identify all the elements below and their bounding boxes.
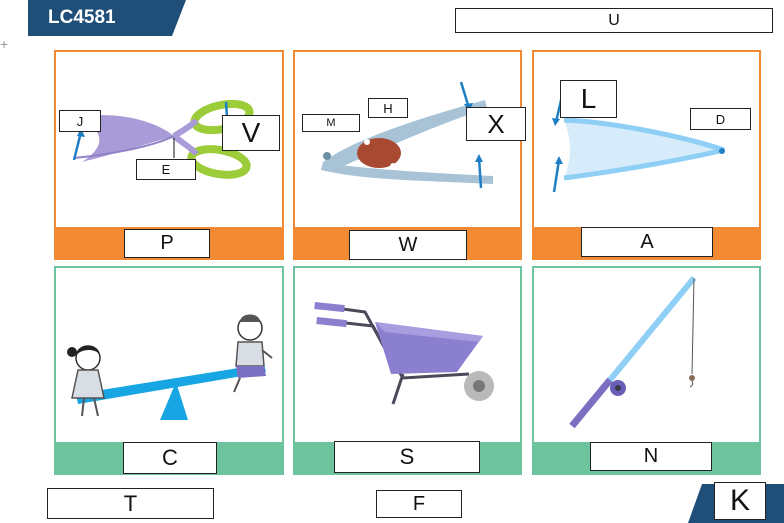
caption-box-fishing-rod[interactable]: N [590, 442, 712, 471]
plus-mark: + [0, 36, 9, 52]
caption-wheelbarrow: S [399, 444, 415, 469]
seesaw-illustration [67, 314, 273, 420]
tongs-illustration [321, 81, 493, 189]
footer-left-box[interactable]: T [47, 488, 214, 519]
caption-tweezers: A [640, 230, 654, 253]
label-h: H [383, 100, 393, 116]
wheelbarrow-illustration [314, 302, 494, 405]
caption-box-tweezers[interactable]: A [581, 227, 713, 257]
corner-label-box[interactable]: K [714, 482, 766, 520]
label-x: X [487, 108, 505, 139]
caption-box-seesaw[interactable]: C [123, 442, 217, 474]
label-m-box[interactable]: M [302, 114, 360, 132]
tweezers-illustration [552, 95, 725, 193]
label-l-box[interactable]: L [560, 80, 617, 118]
card-fishing-rod [532, 266, 761, 475]
label-j: J [76, 113, 84, 129]
label-m: M [326, 117, 336, 129]
header-tab [28, 0, 186, 36]
caption-box-tongs[interactable]: W [349, 230, 467, 260]
footer-left-label: T [123, 490, 138, 516]
label-v: V [241, 117, 261, 148]
footer-center-label: F [412, 492, 426, 515]
label-d-box[interactable]: D [690, 108, 751, 130]
top-label: U [608, 11, 620, 29]
label-l: L [580, 83, 597, 114]
caption-tongs: W [398, 233, 418, 256]
fishing-rod-illustration [569, 276, 697, 429]
caption-scissors: P [160, 232, 174, 254]
caption-fishing-rod: N [643, 445, 659, 467]
label-d: D [715, 111, 726, 127]
label-j-box[interactable]: J [59, 110, 101, 132]
footer-center-box[interactable]: F [376, 490, 462, 518]
top-label-box[interactable]: U [455, 8, 773, 33]
header-code: LC4581 [48, 7, 116, 28]
corner-label: K [729, 484, 750, 517]
label-x-box[interactable]: X [466, 107, 526, 141]
card-tongs [293, 50, 522, 260]
caption-box-scissors[interactable]: P [124, 229, 210, 258]
label-e-box[interactable]: E [136, 159, 196, 180]
label-e: E [161, 162, 171, 177]
caption-seesaw: C [162, 445, 178, 470]
label-v-box[interactable]: V [222, 115, 280, 151]
caption-box-wheelbarrow[interactable]: S [334, 441, 480, 473]
label-h-box[interactable]: H [368, 98, 408, 118]
